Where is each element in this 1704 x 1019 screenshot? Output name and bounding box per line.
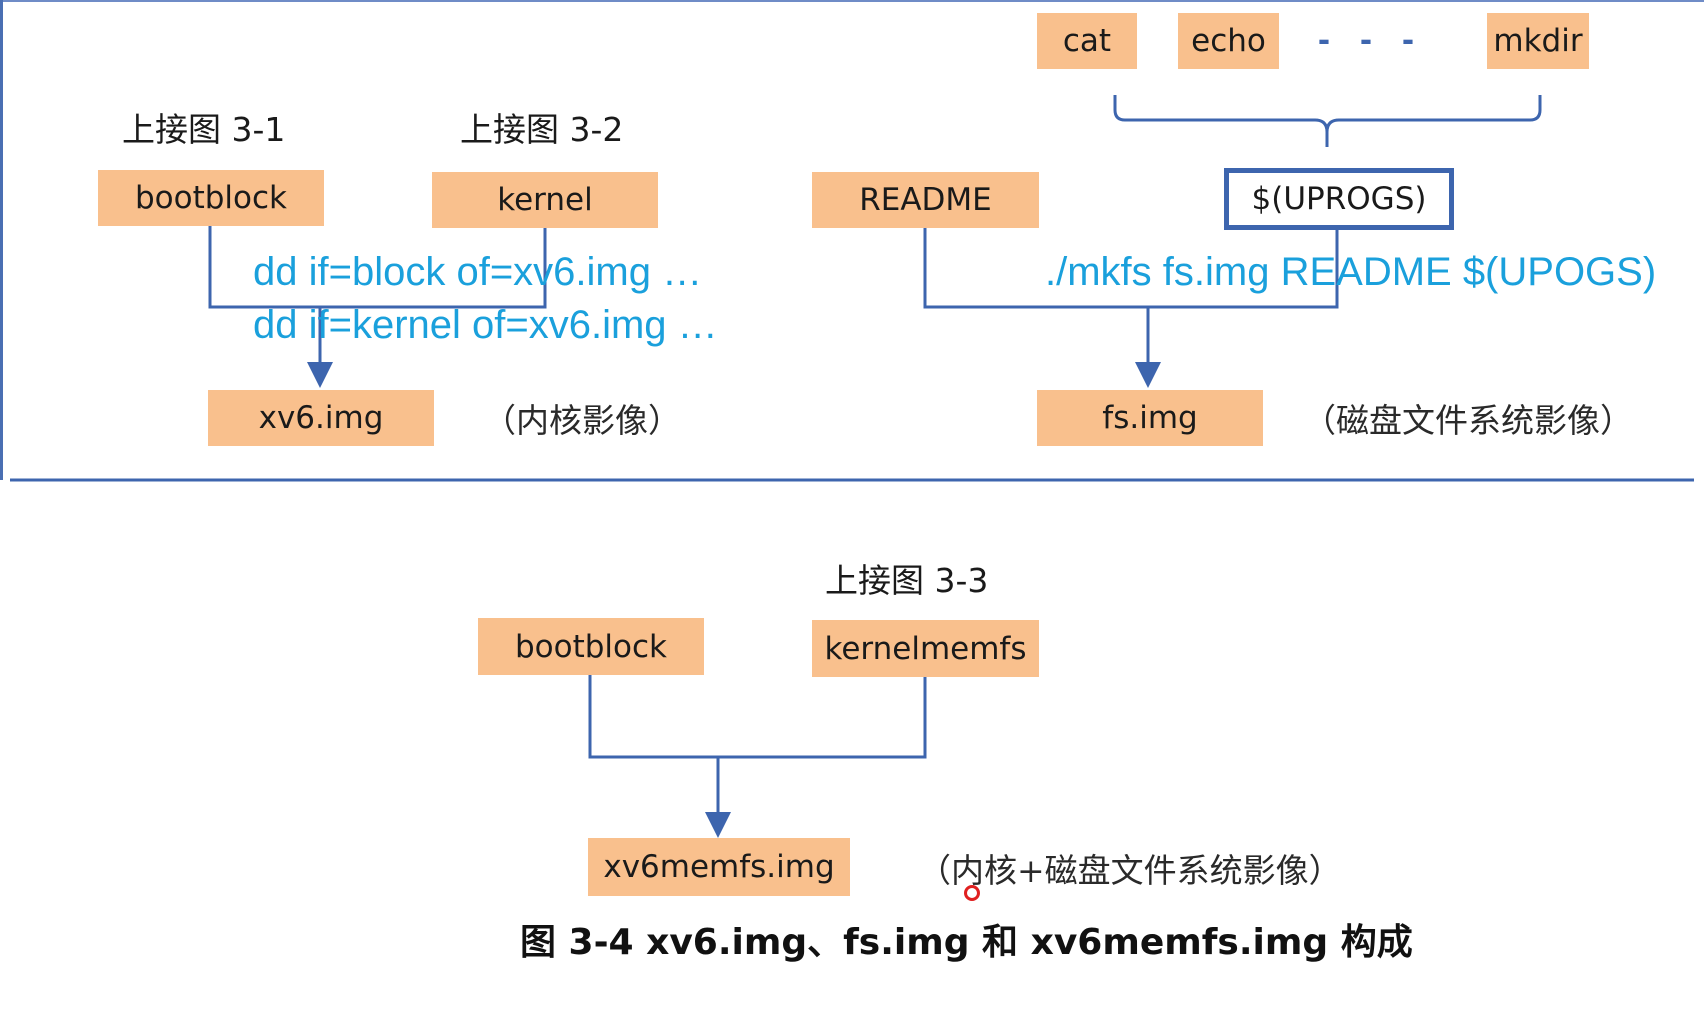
brace-programs xyxy=(1113,95,1542,147)
fs-image-note: （磁盘文件系统影像） xyxy=(1303,401,1633,440)
bootblock-box: bootblock xyxy=(98,170,324,226)
mouse-cursor-indicator xyxy=(964,885,980,901)
slide-left-border xyxy=(0,0,3,480)
reference-label-3-1: 上接图 3-1 xyxy=(122,110,286,149)
kernel-image-note: （内核影像） xyxy=(483,401,681,440)
slide-top-border xyxy=(0,0,1704,2)
program-ellipsis: - - - xyxy=(1318,18,1424,59)
xv6-img-box: xv6.img xyxy=(208,390,434,446)
xv6memfs-img-box: xv6memfs.img xyxy=(588,838,850,896)
reference-label-3-3: 上接图 3-3 xyxy=(825,561,989,600)
readme-box: README xyxy=(812,172,1039,228)
arrowhead-xv6img xyxy=(307,362,333,388)
uprogs-box: $(UPROGS) xyxy=(1224,168,1454,230)
dd-command-block: dd if=block of=xv6.img … xyxy=(253,250,703,294)
figure-caption: 图 3-4 xv6.img、fs.img 和 xv6memfs.img 构成 xyxy=(520,922,1413,963)
arrowhead-xv6memfsimg xyxy=(705,812,731,838)
dd-command-kernel: dd if=kernel of=xv6.img … xyxy=(253,303,718,347)
memfs-image-note: （内核+磁盘文件系统影像） xyxy=(918,851,1342,890)
bootblock-box-bottom: bootblock xyxy=(478,618,704,675)
arrowhead-fsimg xyxy=(1135,362,1161,388)
connector-bootblock-kernelmemfs xyxy=(588,673,927,759)
reference-label-3-2: 上接图 3-2 xyxy=(460,110,624,149)
program-box-echo: echo xyxy=(1178,13,1279,69)
kernel-box: kernel xyxy=(432,172,658,228)
mkfs-command: ./mkfs fs.img README $(UPOGS) xyxy=(1045,250,1657,294)
fs-img-box: fs.img xyxy=(1037,390,1263,446)
program-box-cat: cat xyxy=(1037,13,1137,69)
program-box-mkdir: mkdir xyxy=(1487,13,1589,69)
kernelmemfs-box: kernelmemfs xyxy=(812,620,1039,677)
